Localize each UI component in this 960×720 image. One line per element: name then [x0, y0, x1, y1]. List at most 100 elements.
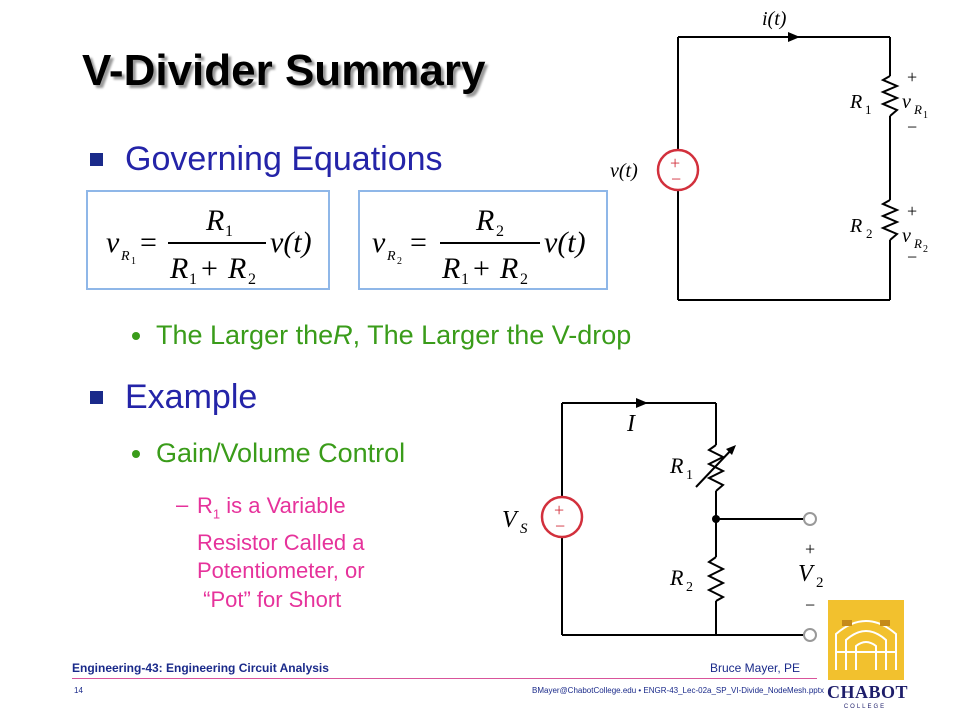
- chabot-college-logo-icon: [828, 600, 904, 680]
- circuit-diagram-1: + − i(t) v(t) R 1 R 2 + v R 1 − + v R 2 …: [610, 8, 928, 301]
- circuit-diagram-2: + − I V S R 1 R 2 + V 2 −: [502, 398, 824, 642]
- bullet-gain-text: Gain/Volume Control: [156, 438, 406, 468]
- eq1-equals: =: [140, 226, 157, 259]
- chabot-logo-sub: COLLEGE: [843, 704, 887, 710]
- eq1-den-n1: 1: [189, 271, 197, 288]
- voltage-source-icon: [656, 148, 700, 192]
- bullet-larger-r: The Larger the R , The Larger the V-drop: [132, 320, 631, 351]
- footer-author: Bruce Mayer, PE: [710, 661, 801, 675]
- current-arrow-icon: [788, 32, 800, 42]
- resistor-r2-icon: [880, 199, 900, 241]
- circuit1-vr2-plus: +: [907, 201, 917, 221]
- circuit1-r2-n: 2: [866, 226, 873, 241]
- circuit1-vr2-n: 2: [923, 244, 928, 255]
- eq1-lhs-v: v: [106, 226, 120, 259]
- pot-line-3: Potentiometer, or: [197, 558, 365, 584]
- resistor-r1-icon: [880, 75, 900, 117]
- circuit1-r1-label: R: [849, 91, 862, 113]
- eq1-lhs-sub-r: R: [120, 249, 130, 264]
- eq2-num-r: R: [475, 204, 494, 237]
- circuit2-v2-plus: +: [805, 539, 815, 559]
- equation-box-1: v R 1 = R 1 R 1 + R 2 v(t): [86, 190, 330, 290]
- eq2-den-n2: 2: [520, 271, 528, 288]
- eq2-plus: +: [473, 252, 490, 285]
- eq2-den-r1: R: [441, 252, 460, 285]
- circuit2-current-label: I: [626, 411, 636, 437]
- pot-line-2: Resistor Called a: [197, 529, 365, 555]
- voltage-source-icon: [540, 495, 584, 539]
- circuit2-r2-label: R: [669, 565, 684, 590]
- eq2-equals: =: [410, 226, 427, 259]
- bullet-larger-post: , The Larger the V-drop: [352, 320, 632, 350]
- pot-r: R: [197, 493, 213, 518]
- equation-1: v R 1 = R 1 R 1 + R 2 v(t): [106, 204, 312, 288]
- potentiometer-arrow-icon: [726, 445, 736, 455]
- circuit2-source-v: V: [502, 507, 519, 533]
- circuit1-vr2-sub: R: [913, 236, 922, 251]
- circuit2-v2-v: V: [798, 561, 815, 587]
- potentiometer-arrow-line: [695, 446, 735, 488]
- square-bullet-icon: [90, 391, 103, 404]
- footer-page-number: 14: [74, 686, 83, 695]
- pot-r-sub: 1: [212, 506, 221, 522]
- circuit2-source-sub: S: [520, 521, 528, 537]
- circuit1-vr2-minus: −: [907, 247, 917, 267]
- output-terminal-bottom: [803, 628, 817, 642]
- equation-box-2: v R 2 = R 2 R 1 + R 2 v(t): [358, 190, 608, 290]
- bullet-governing-equations: Governing Equations: [90, 140, 443, 179]
- chabot-logo-name: CHABOT: [827, 682, 909, 702]
- bullet-example: Example: [90, 378, 257, 417]
- eq1-plus: +: [201, 252, 218, 285]
- circuit1-r2-label: R: [849, 215, 862, 237]
- bullet-larger-pre: The Larger the: [156, 320, 334, 350]
- circuit1-vr2-v: v: [902, 225, 911, 247]
- pot-line1-rest: is a Variable: [220, 493, 346, 518]
- bullet-larger-r-italic: R: [333, 320, 353, 350]
- output-terminal-top: [803, 512, 817, 526]
- circuit2-r2-n: 2: [686, 580, 693, 595]
- circuit2-v2-n: 2: [816, 575, 824, 591]
- eq2-lhs-v: v: [372, 226, 386, 259]
- circuit1-source-label: v(t): [610, 160, 638, 182]
- bullet-example-text: Example: [125, 378, 258, 416]
- sub-bullet-dash: –: [176, 492, 189, 517]
- source2-plus: +: [554, 500, 564, 520]
- dot-bullet-icon: [132, 449, 140, 458]
- eq2-den-n1: 1: [461, 271, 469, 288]
- circuit2-r1-n: 1: [686, 468, 693, 483]
- square-bullet-icon: [90, 153, 103, 166]
- eq1-den-r1: R: [169, 252, 188, 285]
- footer-course-title: Engineering-43: Engineering Circuit Anal…: [72, 661, 329, 675]
- circuit1-vr1-v: v: [902, 91, 911, 113]
- dot-bullet-icon: [132, 331, 140, 340]
- eq1-vt: v(t): [270, 226, 312, 259]
- potentiometer-r1-icon: [706, 444, 726, 492]
- circuit1-current-label: i(t): [762, 8, 787, 30]
- eq1-den-n2: 2: [248, 271, 256, 288]
- pot-line-4: “Pot” for Short: [197, 586, 342, 612]
- source1-plus: +: [670, 153, 680, 173]
- junction-node: [712, 515, 720, 523]
- source1-minus: −: [671, 169, 681, 189]
- eq2-num-n: 2: [496, 223, 504, 240]
- eq2-lhs-sub-r: R: [386, 249, 396, 264]
- footer-divider: [72, 678, 817, 679]
- bullet-gain-volume: Gain/Volume Control: [132, 438, 405, 469]
- circuit1-vr1-sub: R: [913, 102, 922, 117]
- slide-title: V-Divider Summary: [82, 46, 486, 95]
- eq1-lhs-sub-n: 1: [131, 256, 136, 267]
- eq1-num-r: R: [205, 204, 224, 237]
- circuit2-r1-label: R: [669, 453, 684, 478]
- circuit1-vr1-minus: −: [907, 117, 917, 137]
- footer-file-info: BMayer@ChabotCollege.edu • ENGR-43_Lec-0…: [532, 686, 824, 695]
- circuit1-vr1-plus: +: [907, 67, 917, 87]
- current-arrow-icon: [636, 398, 648, 408]
- eq2-lhs-sub-n: 2: [397, 256, 402, 267]
- circuit1-vr1-n: 1: [923, 110, 928, 121]
- eq1-num-n: 1: [225, 223, 233, 240]
- sub-bullet-pot: R1 is a Variable Resistor Called a Poten…: [197, 492, 457, 614]
- pot-line-1: R1 is a Variable: [197, 492, 457, 529]
- eq2-vt: v(t): [544, 226, 586, 259]
- eq1-den-r2: R: [227, 252, 246, 285]
- bullet-governing-text: Governing Equations: [125, 140, 443, 178]
